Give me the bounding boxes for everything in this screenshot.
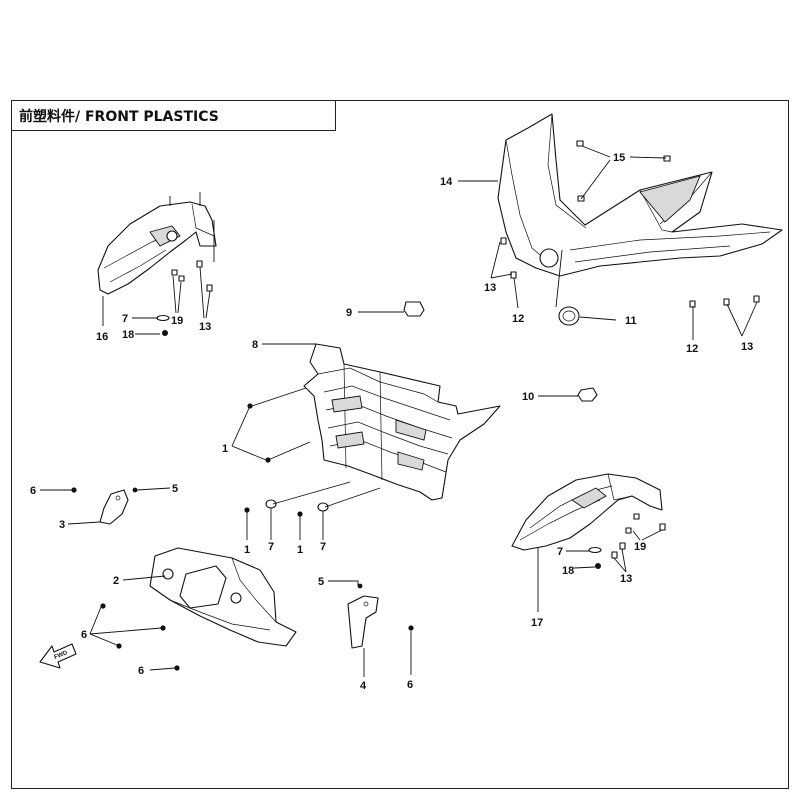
callout-10: 10 — [522, 391, 534, 403]
callout-18: 18 — [122, 329, 134, 341]
callout-5: 5 — [318, 576, 324, 588]
callout-19: 19 — [171, 315, 183, 327]
right-fender-hardware — [588, 513, 666, 569]
callout-18: 18 — [562, 565, 574, 577]
leader-lines — [40, 145, 758, 677]
callout-4: 4 — [360, 680, 367, 692]
callout-11: 11 — [625, 315, 637, 327]
callout-1: 1 — [297, 544, 303, 556]
front-grille-part — [303, 343, 501, 501]
right-fender-part — [511, 473, 663, 551]
left-fender-part — [97, 201, 217, 295]
grille-fasteners — [244, 403, 329, 517]
fwd-label: FWD — [54, 650, 70, 661]
bumper-fasteners — [100, 603, 180, 671]
clip-part-9 — [403, 301, 425, 317]
callout-17: 17 — [531, 617, 543, 629]
callout-7: 7 — [122, 313, 128, 325]
callout-2: 2 — [113, 575, 119, 587]
callout-13: 13 — [620, 573, 632, 585]
clip-part-10 — [577, 387, 598, 402]
callout-12: 12 — [686, 343, 698, 355]
callout-5: 5 — [172, 483, 178, 495]
callout-15: 15 — [613, 152, 625, 164]
callout-6: 6 — [138, 665, 144, 677]
hood-fasteners — [500, 140, 760, 308]
callout-16: 16 — [96, 331, 108, 343]
callout-8: 8 — [252, 339, 258, 351]
left-fender-hardware — [156, 260, 213, 336]
bracket-part-3 — [71, 487, 138, 525]
callout-13: 13 — [484, 282, 496, 294]
callout-12: 12 — [512, 313, 524, 325]
callout-13: 13 — [741, 341, 753, 353]
callout-6: 6 — [407, 679, 413, 691]
bracket-part-4 — [347, 583, 414, 649]
callout-9: 9 — [346, 307, 352, 319]
diagram-frame — [11, 100, 789, 789]
title-box: 前塑料件/ FRONT PLASTICS — [11, 100, 336, 131]
diagram-title: 前塑料件/ FRONT PLASTICS — [19, 109, 219, 125]
callout-7: 7 — [557, 546, 563, 558]
callout-3: 3 — [59, 519, 65, 531]
callout-14: 14 — [440, 176, 453, 188]
callout-13: 13 — [199, 321, 211, 333]
callout-19: 19 — [634, 541, 646, 553]
callout-7: 7 — [268, 541, 274, 553]
callout-6: 6 — [81, 629, 87, 641]
callout-labels: 14 15 13 12 11 12 13 16 7 19 13 18 9 8 1… — [30, 152, 753, 692]
callout-6: 6 — [30, 485, 36, 497]
front-bumper-part — [149, 547, 297, 647]
callout-7: 7 — [320, 541, 326, 553]
front-hood-part — [497, 113, 783, 277]
callout-1: 1 — [244, 544, 250, 556]
grommet-part — [558, 306, 580, 326]
fwd-arrow-icon: FWD — [39, 643, 77, 669]
callout-1: 1 — [222, 443, 228, 455]
